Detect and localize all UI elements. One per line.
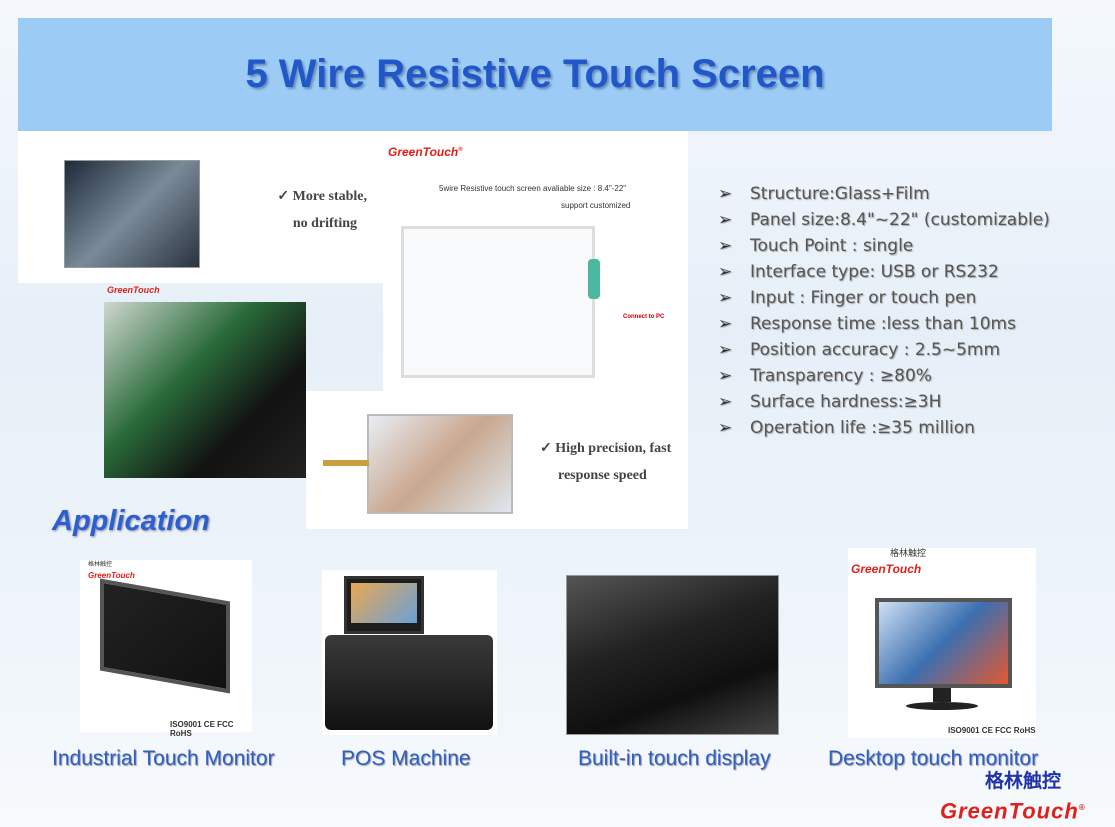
arrowhead-right-icon: ➢ [718, 340, 733, 360]
arrowhead-right-icon: ➢ [718, 314, 733, 334]
center-panel: GreenTouch® 5wire Resistive touch screen… [383, 131, 688, 391]
spec-item: ➢Response time :less than 10ms [718, 311, 1050, 337]
brand-logo: GreenTouch [851, 562, 922, 576]
monitor-stand [933, 688, 951, 702]
size-caption: 5wire Resistive touch screen avaliable s… [439, 184, 627, 193]
industrial-monitor-card: 格林触控 GreenTouch ISO9001 CE FCC RoHS [80, 560, 252, 738]
spec-item: ➢Input : Finger or touch pen [718, 285, 1050, 311]
finger-touch-image [367, 414, 513, 514]
spec-item: ➢Surface hardness:≥3H [718, 389, 1050, 415]
caption-built-in: Built-in touch display [578, 747, 771, 770]
caption-desktop: Desktop touch monitor [828, 747, 1039, 770]
cert-label: ISO9001 CE FCC RoHS [948, 726, 1036, 735]
arrowhead-right-icon: ➢ [718, 288, 733, 308]
desktop-monitor-card: 格林触控 GreenTouch ISO9001 CE FCC RoHS [848, 548, 1036, 738]
ribbon-cable [323, 460, 369, 466]
spec-item: ➢Panel size:8.4"~22" (customizable) [718, 207, 1050, 233]
pos-card [322, 570, 497, 735]
connector-label: Connect to PC [623, 314, 665, 320]
built-in-display-image [566, 575, 779, 735]
application-heading: Application [52, 505, 210, 537]
brand-logo-footer: GreenTouch® [940, 798, 1086, 824]
stable-text: ✓ More stable,no drifting [277, 189, 367, 231]
monitor-base [906, 702, 978, 710]
spec-item: ➢Position accuracy : 2.5~5mm [718, 337, 1050, 363]
spec-item: ➢Structure:Glass+Film [718, 181, 1050, 207]
spec-item: ➢Touch Point : single [718, 233, 1050, 259]
touch-screen-image [64, 160, 200, 268]
touch-panel-image [401, 226, 595, 378]
brand-logo-cn: 格林触控 [88, 562, 113, 568]
spec-item: ➢Transparency : ≥80% [718, 363, 1050, 389]
caption-pos: POS Machine [341, 747, 471, 770]
arrowhead-right-icon: ➢ [718, 236, 733, 256]
spec-list: ➢Structure:Glass+Film ➢Panel size:8.4"~2… [718, 181, 1050, 441]
controller-board-image [104, 302, 306, 478]
spec-item: ➢Interface type: USB or RS232 [718, 259, 1050, 285]
arrowhead-right-icon: ➢ [718, 184, 733, 204]
industrial-monitor-image [100, 578, 230, 694]
pos-machine-image [325, 635, 493, 730]
arrowhead-right-icon: ➢ [718, 210, 733, 230]
brand-logo: GreenTouch [88, 571, 135, 580]
center-brand-logo: GreenTouch® [388, 145, 463, 159]
brand-logo-cn: 格林触控 [890, 548, 927, 558]
caption-industrial: Industrial Touch Monitor [52, 747, 275, 770]
arrowhead-right-icon: ➢ [718, 418, 733, 438]
title-banner: 5 Wire Resistive Touch Screen [18, 18, 1052, 131]
arrowhead-right-icon: ➢ [718, 262, 733, 282]
support-caption: support customized [561, 201, 631, 210]
page-title: 5 Wire Resistive Touch Screen [245, 52, 825, 96]
arrowhead-right-icon: ➢ [718, 366, 733, 386]
brand-logo-cn: 格林触控 [985, 770, 1062, 792]
spec-item: ➢Operation life :≥35 million [718, 415, 1050, 441]
brand-logo: GreenTouch [107, 285, 160, 295]
arrowhead-right-icon: ➢ [718, 392, 733, 412]
cert-label: ISO9001 CE FCC RoHS [170, 720, 234, 738]
pos-screen [344, 576, 424, 634]
desktop-monitor-image [875, 598, 1012, 688]
connector-image [588, 259, 600, 299]
